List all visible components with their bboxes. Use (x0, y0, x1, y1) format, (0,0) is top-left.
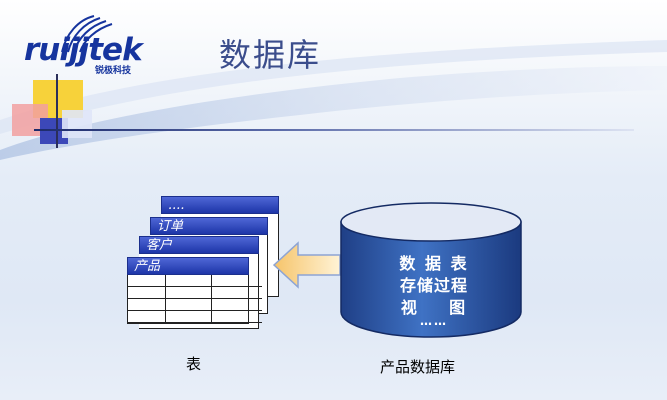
db-item-views: 视 图 (400, 298, 468, 317)
logo-wordmark: ruijjtek (24, 32, 143, 68)
db-item-tables: 数 据 表 (399, 254, 469, 273)
divider-vertical (56, 74, 58, 148)
table-title: .... (161, 196, 279, 214)
table-card-products: 产品 (127, 257, 262, 324)
arrow-left-icon (272, 241, 341, 289)
page-title: 数据库 (219, 36, 322, 74)
logo-subtitle: 锐极科技 (95, 66, 132, 76)
header-swoosh (0, 40, 667, 160)
database-caption: 产品数据库 (380, 358, 456, 376)
table-grid (128, 275, 262, 323)
company-logo: ruijjtek 锐极科技 (24, 15, 144, 80)
tables-caption: 表 (186, 355, 202, 373)
logo-swirl-icon (61, 15, 113, 53)
deco-square-light (62, 110, 92, 138)
table-title: 客户 (139, 236, 259, 254)
divider-horizontal (34, 129, 634, 131)
db-item-procedures: 存储过程 (399, 276, 468, 295)
database-cylinder (340, 202, 522, 338)
db-item-more: …… (420, 314, 448, 328)
table-title: 产品 (127, 257, 249, 275)
table-title: 订单 (150, 217, 268, 235)
